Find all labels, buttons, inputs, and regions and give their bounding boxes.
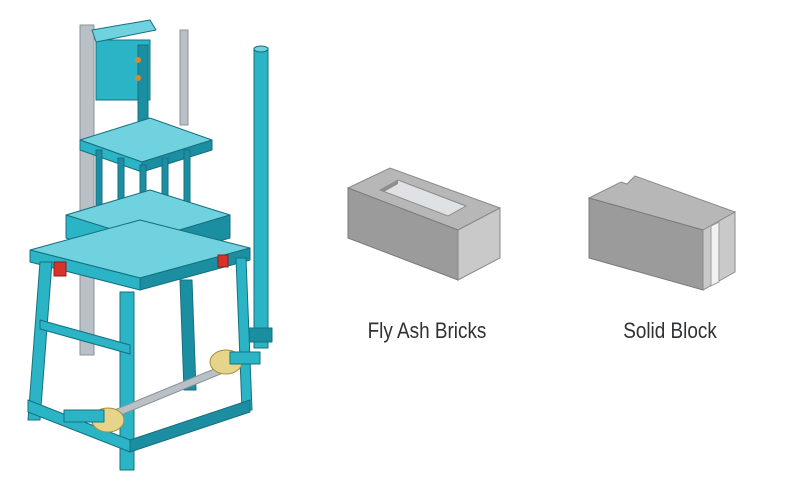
fly-ash-brick-icon: [346, 167, 502, 281]
brick-making-machine-image: [27, 19, 273, 471]
fly-ash-brick-figure: [340, 160, 510, 290]
solid-block-icon: [587, 175, 737, 291]
fly-ash-bricks-label: Fly Ash Bricks: [367, 318, 487, 343]
solid-block-figure: [585, 160, 755, 300]
solid-block-label: Solid Block: [623, 318, 717, 343]
